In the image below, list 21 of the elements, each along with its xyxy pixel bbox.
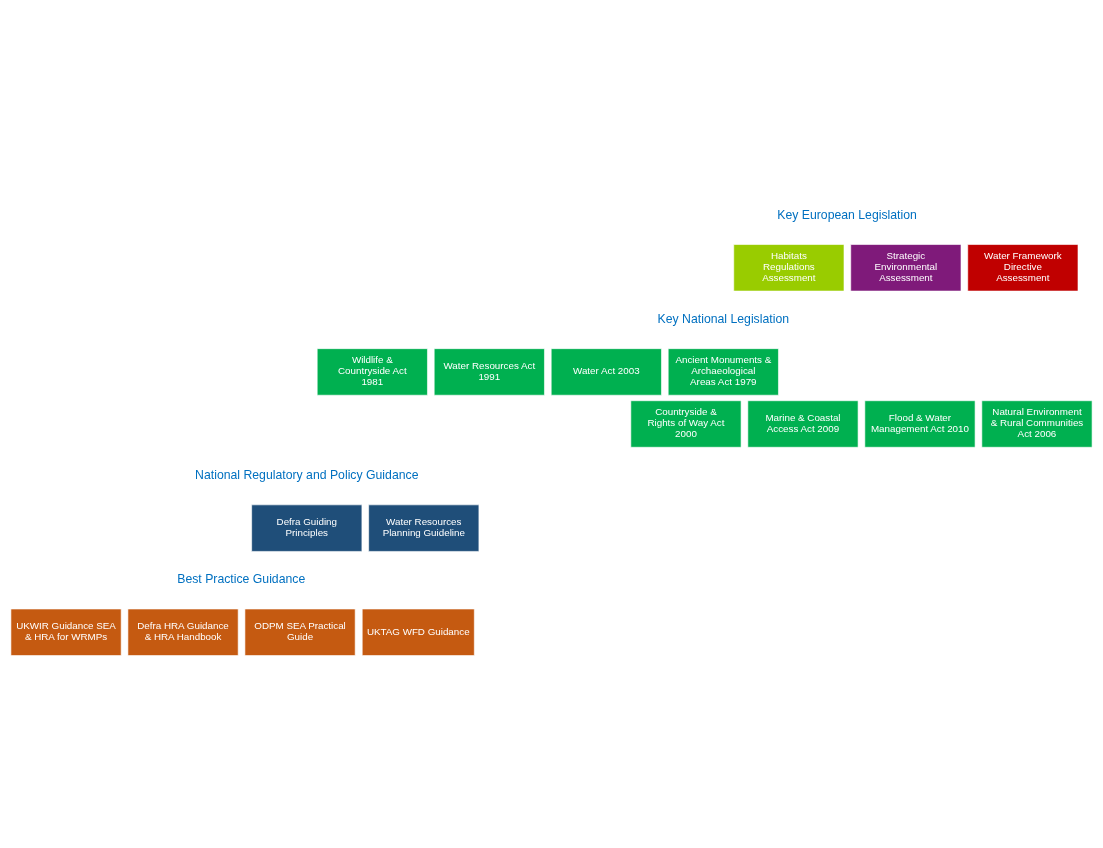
label: Key European Legislation xyxy=(777,207,917,222)
node-box: Natural Environment & Rural Communities Act 2006 xyxy=(981,400,1093,448)
node-box: Marine & Coastal Access Act 2009 xyxy=(747,400,859,448)
label: Key National Legislation xyxy=(657,311,790,326)
label: National Regulatory and Policy Guidance xyxy=(195,468,419,483)
node-box: Water Resources Planning Guideline xyxy=(368,504,480,552)
node-box: UKTAG WFD Guidance xyxy=(361,608,475,656)
node-box: Wildlife & Countryside Act 1981 xyxy=(316,348,428,396)
node-box: UKWIR Guidance SEA & HRA for WRMPs xyxy=(10,608,122,656)
node-box: Strategic Environmental Assessment xyxy=(850,244,962,292)
node-box: Water Resources Act 1991 xyxy=(433,348,545,396)
node-box: Water Act 2003 xyxy=(550,348,662,396)
label: Best Practice Guidance xyxy=(177,572,306,587)
node-box: Countryside & Rights of Way Act 2000 xyxy=(630,400,742,448)
node-box: ODPM SEA Practical Guide xyxy=(244,608,356,656)
node-box: Flood & Water Management Act 2010 xyxy=(864,400,976,448)
node-box: Habitats Regulations Assessment xyxy=(733,244,845,292)
node-box: Water Framework Directive Assessment xyxy=(967,244,1079,292)
node-box: Defra Guiding Principles xyxy=(251,504,363,552)
node-box: Defra HRA Guidance & HRA Handbook xyxy=(127,608,239,656)
node-box: Ancient Monuments & Archaeological Areas Act 1979 xyxy=(667,348,779,396)
